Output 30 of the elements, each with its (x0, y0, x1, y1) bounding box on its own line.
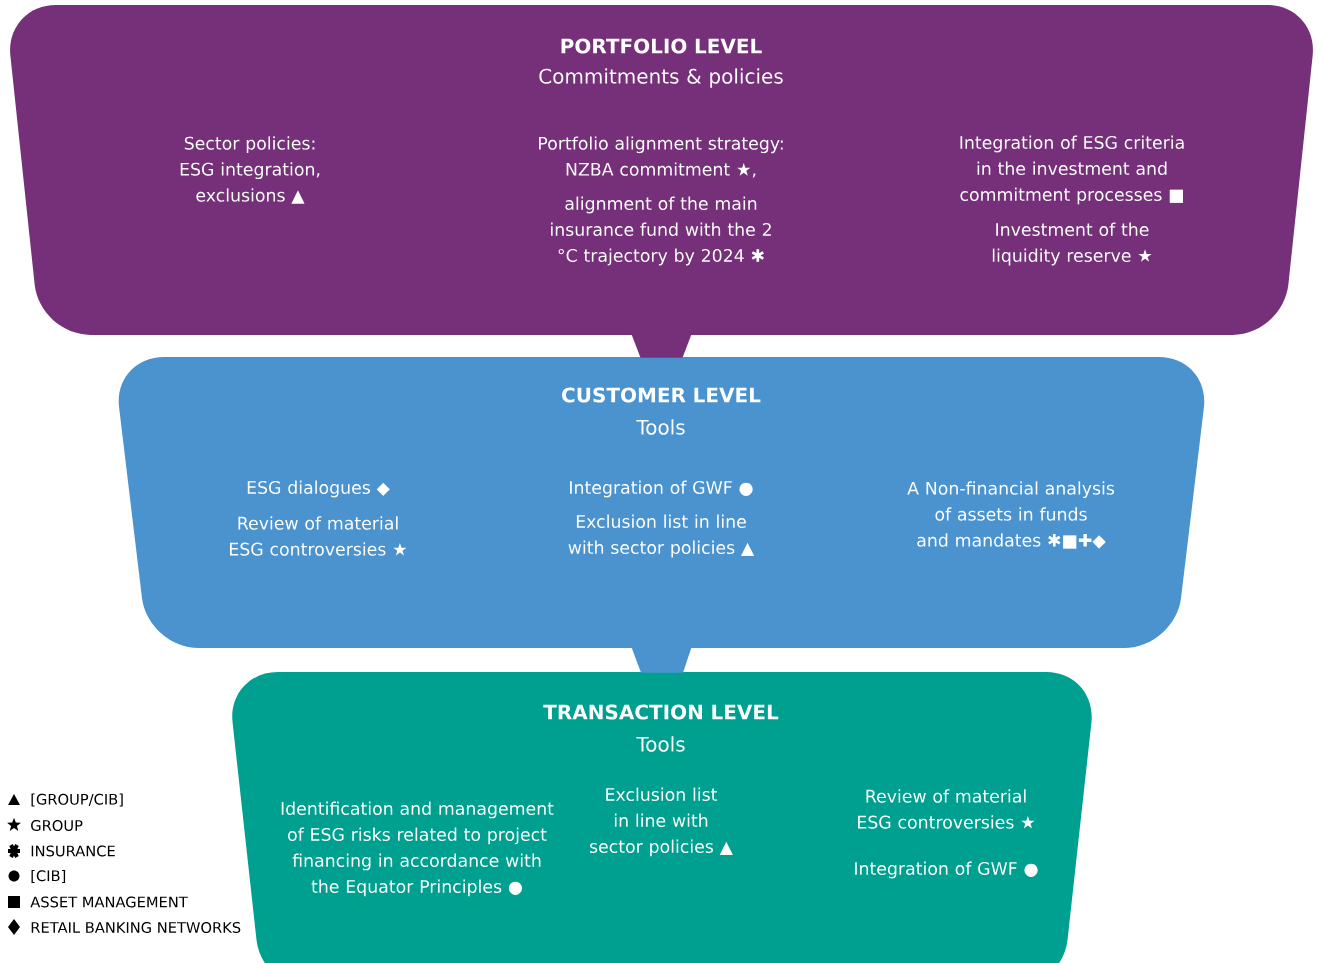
connector-neck (631, 647, 692, 673)
body-text: Identification and management of ESG risks related to project financing in accordance with the Equator Principles ● (281, 801, 554, 897)
level-subheading: Commitments & policies (539, 68, 783, 88)
level-band (118, 357, 1205, 648)
legend-label: RETAIL BANKING NETWORKS (31, 921, 241, 934)
level-heading: TRANSACTION LEVEL (543, 704, 779, 720)
body-text: ESG dialogues ◆ (247, 480, 390, 498)
level-heading: CUSTOMER LEVEL (562, 387, 761, 403)
body-text: alignment of the main insurance fund with the 2 °C trajectory by 2024 ✱ (551, 196, 771, 266)
body-text: Integration of ESG criteria in the investment and commitment processes ■ (960, 135, 1184, 205)
body-text: Portfolio alignment strategy: NZBA commitment ★, (539, 136, 783, 178)
body-text: Review of material ESG controversies ★ (230, 516, 407, 556)
body-text: Exclusion list in line with sector policies ▲ (568, 514, 755, 558)
legend-label: [GROUP/CIB] (31, 793, 123, 807)
level-subheading: Tools (636, 419, 685, 435)
body-text: Investment of the liquidity reserve ★ (992, 222, 1152, 266)
level-subheading: Tools (636, 736, 685, 752)
body-text: Sector policies: ESG integration, exclusions ▲ (180, 136, 320, 204)
body-text: Integration of GWF ● (855, 861, 1038, 879)
legend-label: [CIB] (31, 869, 66, 883)
body-text: Integration of GWF ● (570, 480, 753, 498)
body-text: A Non-financial analysis of assets in funds and mandates ✱■✚◆ (907, 481, 1115, 549)
level-heading: PORTFOLIO LEVEL (561, 38, 762, 54)
legend-label: INSURANCE (31, 845, 115, 857)
legend-label: GROUP (31, 819, 83, 832)
level-band (10, 5, 1313, 335)
body-text: Review of material ESG controversies ★ (858, 789, 1035, 829)
connector-neck (631, 334, 692, 358)
body-text: Exclusion list in line with sector policies ▲ (590, 787, 733, 857)
legend-label: ASSET MANAGEMENT (30, 896, 188, 908)
